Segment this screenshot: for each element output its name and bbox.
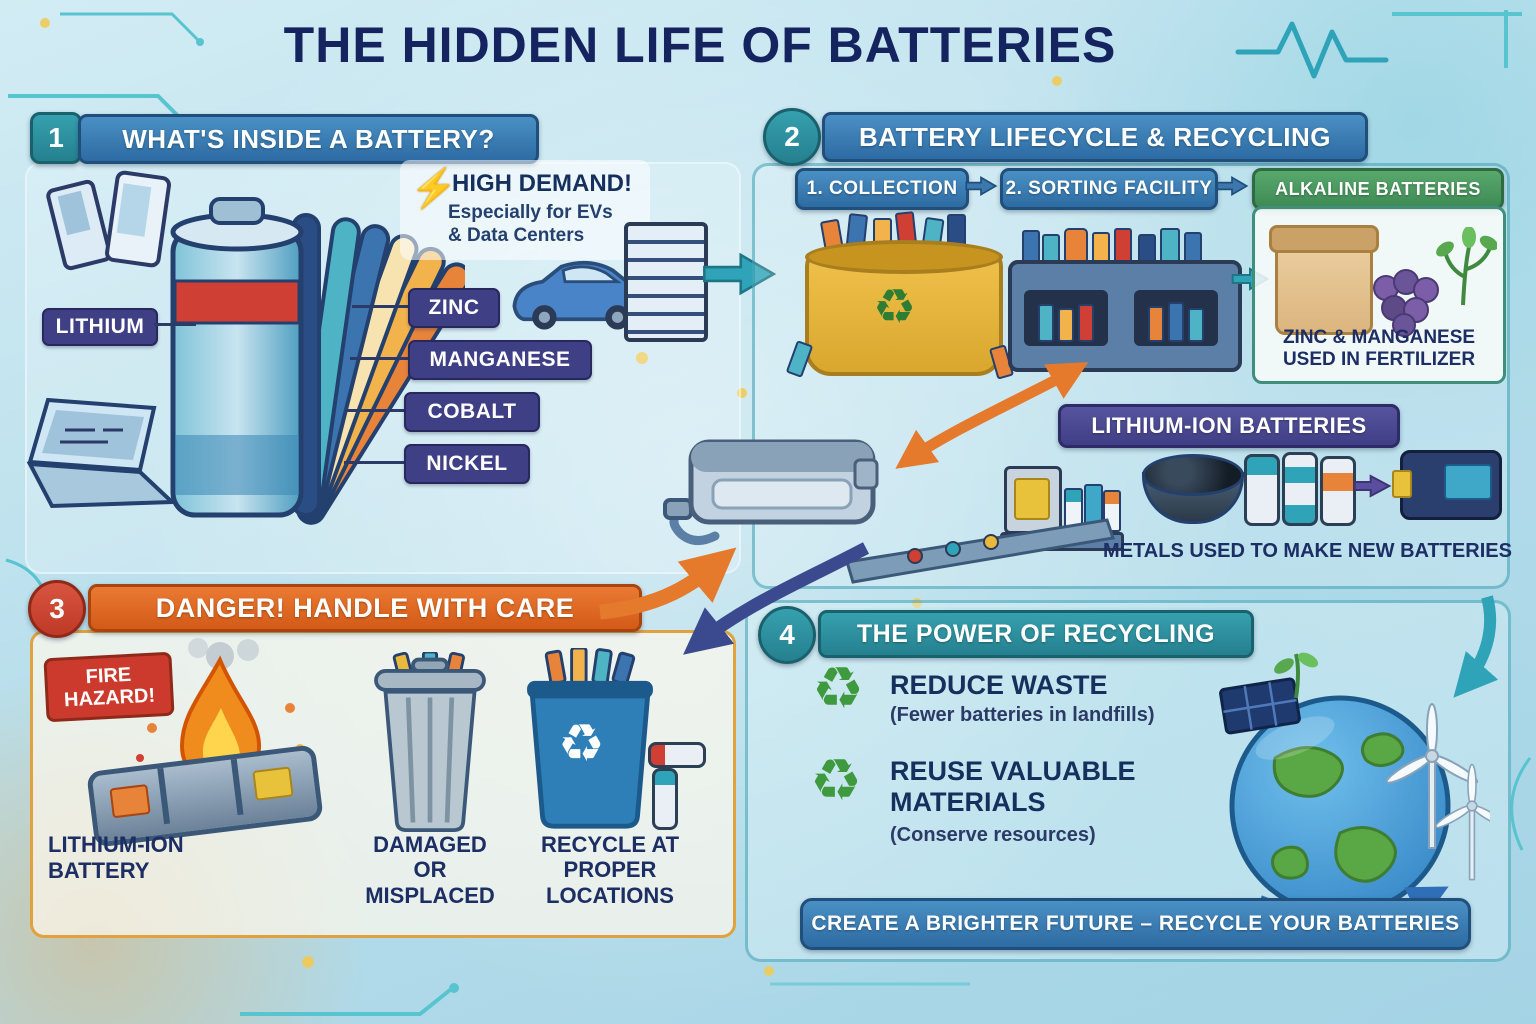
recycle-icon: ♻	[558, 715, 605, 773]
black-mass-illustration	[1142, 452, 1244, 524]
high-demand-title: HIGH DEMAND!	[452, 170, 632, 197]
accent-dot	[912, 598, 922, 608]
section2-heading: BATTERY LIFECYCLE & RECYCLING	[822, 112, 1368, 162]
arrow-right-icon	[1216, 176, 1249, 196]
fertilizer-bag-flap	[1269, 225, 1379, 253]
new-battery-illustration	[1392, 450, 1502, 520]
lithium-heading: LITHIUM-ION BATTERIES	[1058, 404, 1400, 448]
globe-illustration	[1219, 652, 1490, 923]
page-title: THE HIDDEN LIFE OF BATTERIES	[283, 17, 1117, 73]
metal-canisters-illustration	[1244, 452, 1356, 526]
trash-caption: DAMAGED OR MISPLACED	[365, 832, 495, 908]
collection-bin-illustration: ♻	[785, 211, 1015, 392]
battery-cell-illustration	[652, 768, 678, 830]
benefit2-title: REUSE VALUABLE MATERIALS	[890, 756, 1136, 818]
label-nickel: NICKEL	[404, 444, 530, 484]
battery-pack-illustration	[663, 439, 879, 545]
accent-dot	[1052, 76, 1062, 86]
label-lithium: LITHIUM	[42, 308, 158, 346]
plant-illustration	[1436, 227, 1497, 306]
section1-heading: WHAT'S INSIDE A BATTERY?	[78, 114, 539, 164]
arrow-right-icon	[965, 176, 998, 196]
step-collection: 1. COLLECTION	[795, 168, 969, 210]
sorting-facility-illustration	[1008, 228, 1242, 372]
accent-dot	[636, 352, 648, 364]
section3-heading: DANGER! HANDLE WITH CARE	[88, 584, 642, 632]
recycle-bin-illustration	[527, 648, 653, 829]
step-sorting: 2. SORTING FACILITY	[1000, 168, 1218, 210]
arrow-right-icon	[1353, 474, 1392, 498]
leader-line	[350, 357, 408, 360]
lithium-caption: METALS USED TO MAKE NEW BATTERIES	[1103, 540, 1512, 562]
label-cobalt: COBALT	[404, 392, 540, 432]
car-illustration	[512, 260, 650, 330]
recycle-icon: ♻	[812, 656, 864, 721]
accent-dot	[764, 966, 774, 976]
alkaline-heading: ALKALINE BATTERIES	[1252, 168, 1504, 210]
benefit1-subtitle: (Fewer batteries in landfills)	[890, 704, 1155, 726]
leader-line	[154, 323, 196, 326]
benefit2-subtitle: (Conserve resources)	[890, 824, 1096, 846]
footer-banner: CREATE A BRIGHTER FUTURE – RECYCLE YOUR …	[800, 898, 1471, 950]
accent-dot	[737, 388, 747, 398]
grapes-illustration	[1367, 267, 1447, 337]
leader-line	[344, 461, 404, 464]
section1-badge: 1	[30, 112, 82, 164]
battery-cell-illustration	[648, 742, 706, 768]
label-manganese: MANGANESE	[408, 340, 592, 380]
section4-badge: 4	[758, 606, 816, 664]
accent-dot	[302, 956, 314, 968]
alkaline-panel: ZINC & MANGANESE USED IN FERTILIZER	[1252, 206, 1506, 384]
laptop-illustration	[26, 397, 177, 509]
lightning-icon: ⚡	[410, 168, 458, 210]
arrow-right-icon	[703, 252, 777, 296]
trash-can-illustration	[374, 652, 486, 832]
benefit1-title: REDUCE WASTE	[890, 670, 1108, 700]
high-demand-subtitle: Especially for EVs & Data Centers	[448, 202, 613, 246]
section2-badge: 2	[763, 108, 821, 166]
leader-line	[352, 305, 408, 308]
conveyor-illustration	[845, 518, 1115, 584]
leader-line	[346, 409, 404, 412]
label-zinc: ZINC	[408, 288, 500, 328]
recycle-icon: ♻	[810, 748, 862, 813]
high-demand-callout	[400, 160, 650, 260]
section3-badge: 3	[28, 580, 86, 638]
recycle-icon: ♻	[873, 281, 917, 334]
burning-battery-caption: LITHIUM-ION BATTERY	[48, 832, 184, 884]
accent-dot	[40, 18, 50, 28]
alkaline-caption: ZINC & MANGANESE USED IN FERTILIZER	[1282, 327, 1476, 370]
section4-heading: THE POWER OF RECYCLING	[818, 610, 1254, 658]
recycle-caption: RECYCLE AT PROPER LOCATIONS	[540, 832, 680, 908]
server-rack-illustration	[624, 222, 708, 342]
